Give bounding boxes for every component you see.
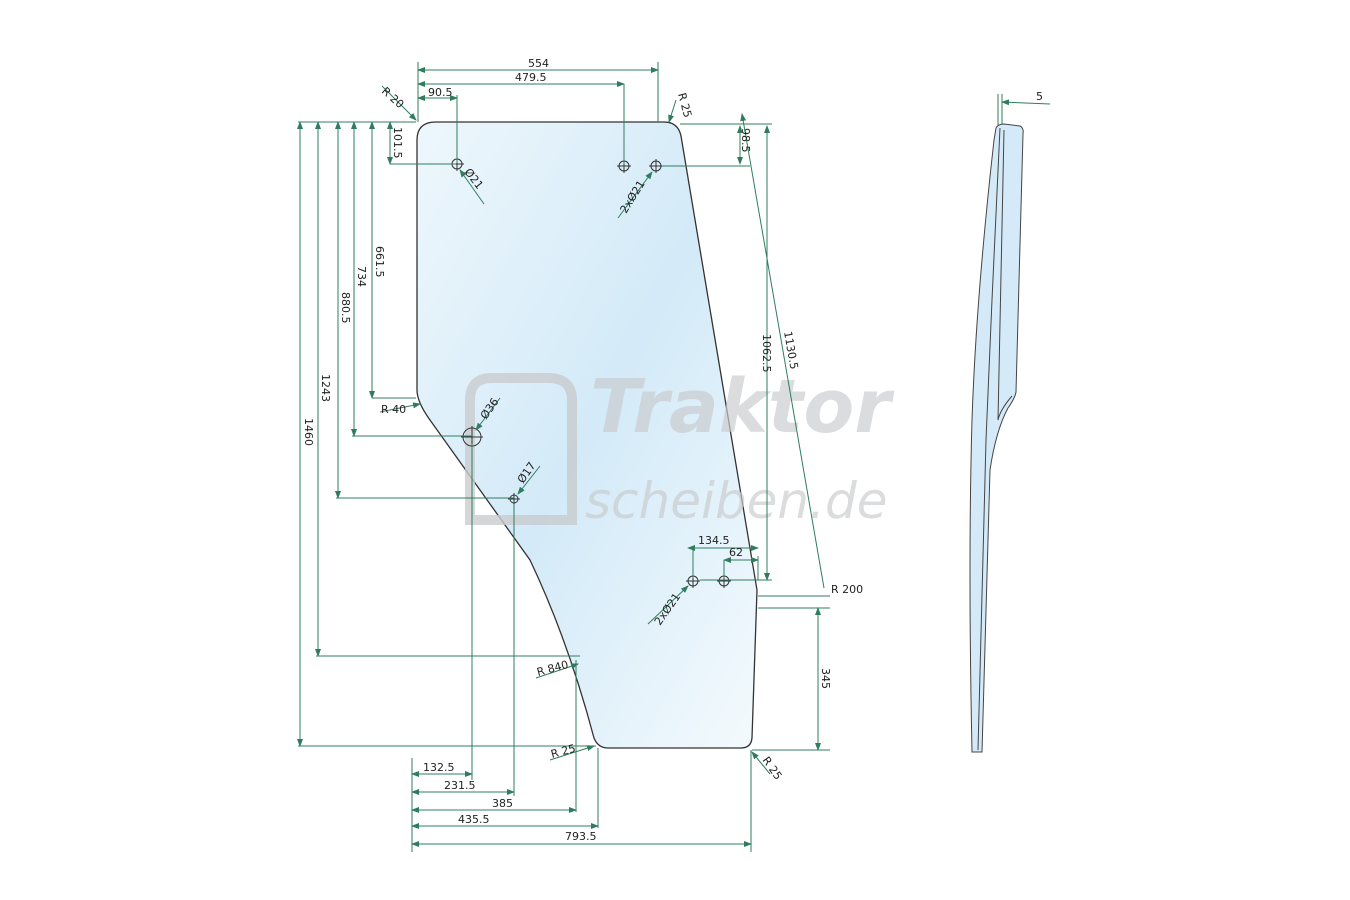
dim-385: 385 (492, 797, 513, 810)
dim-734: 734 (355, 266, 368, 287)
dim-661-5: 661.5 (373, 246, 386, 278)
dim-1243: 1243 (319, 374, 332, 402)
radius-r25-bottom-right: R 25 (760, 754, 785, 782)
watermark-logo: Traktor scheiben.de (465, 364, 895, 530)
dimension-lines (297, 62, 1051, 852)
watermark-line1: Traktor (590, 364, 895, 450)
watermark-line2: scheiben.de (585, 472, 887, 530)
dim-98-5: 98.5 (739, 128, 752, 153)
dim-793-5: 793.5 (565, 830, 597, 843)
radius-r25-top: R 25 (675, 91, 694, 119)
dim-345: 345 (819, 668, 832, 689)
radius-r25-bottom-left: R 25 (549, 742, 577, 761)
dim-435-5: 435.5 (458, 813, 490, 826)
dim-1062-5: 1062.5 (760, 334, 773, 373)
dim-554: 554 (528, 57, 549, 70)
dim-62: 62 (729, 546, 743, 559)
radius-r40: R 40 (381, 403, 406, 416)
dim-479-5: 479.5 (515, 71, 547, 84)
dim-880-5: 880.5 (339, 292, 352, 324)
radius-r840: R 840 (535, 658, 569, 679)
dim-231-5: 231.5 (444, 779, 476, 792)
dim-thickness-5: 5 (1036, 90, 1043, 103)
glass-pane-outline (416, 121, 758, 749)
dim-90-5: 90.5 (428, 86, 453, 99)
dim-101-5: 101.5 (391, 127, 404, 159)
radius-r20: R 20 (379, 85, 406, 111)
dim-1460: 1460 (302, 418, 315, 446)
dim-134-5: 134.5 (698, 534, 730, 547)
dim-132-5: 132.5 (423, 761, 455, 774)
radius-r200: R 200 (831, 583, 863, 596)
side-view-profile (969, 123, 1024, 753)
